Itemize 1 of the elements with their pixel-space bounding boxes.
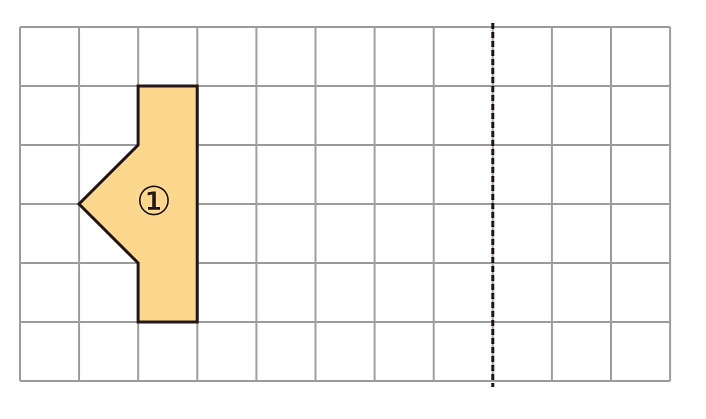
shape-number: ① (136, 182, 172, 222)
